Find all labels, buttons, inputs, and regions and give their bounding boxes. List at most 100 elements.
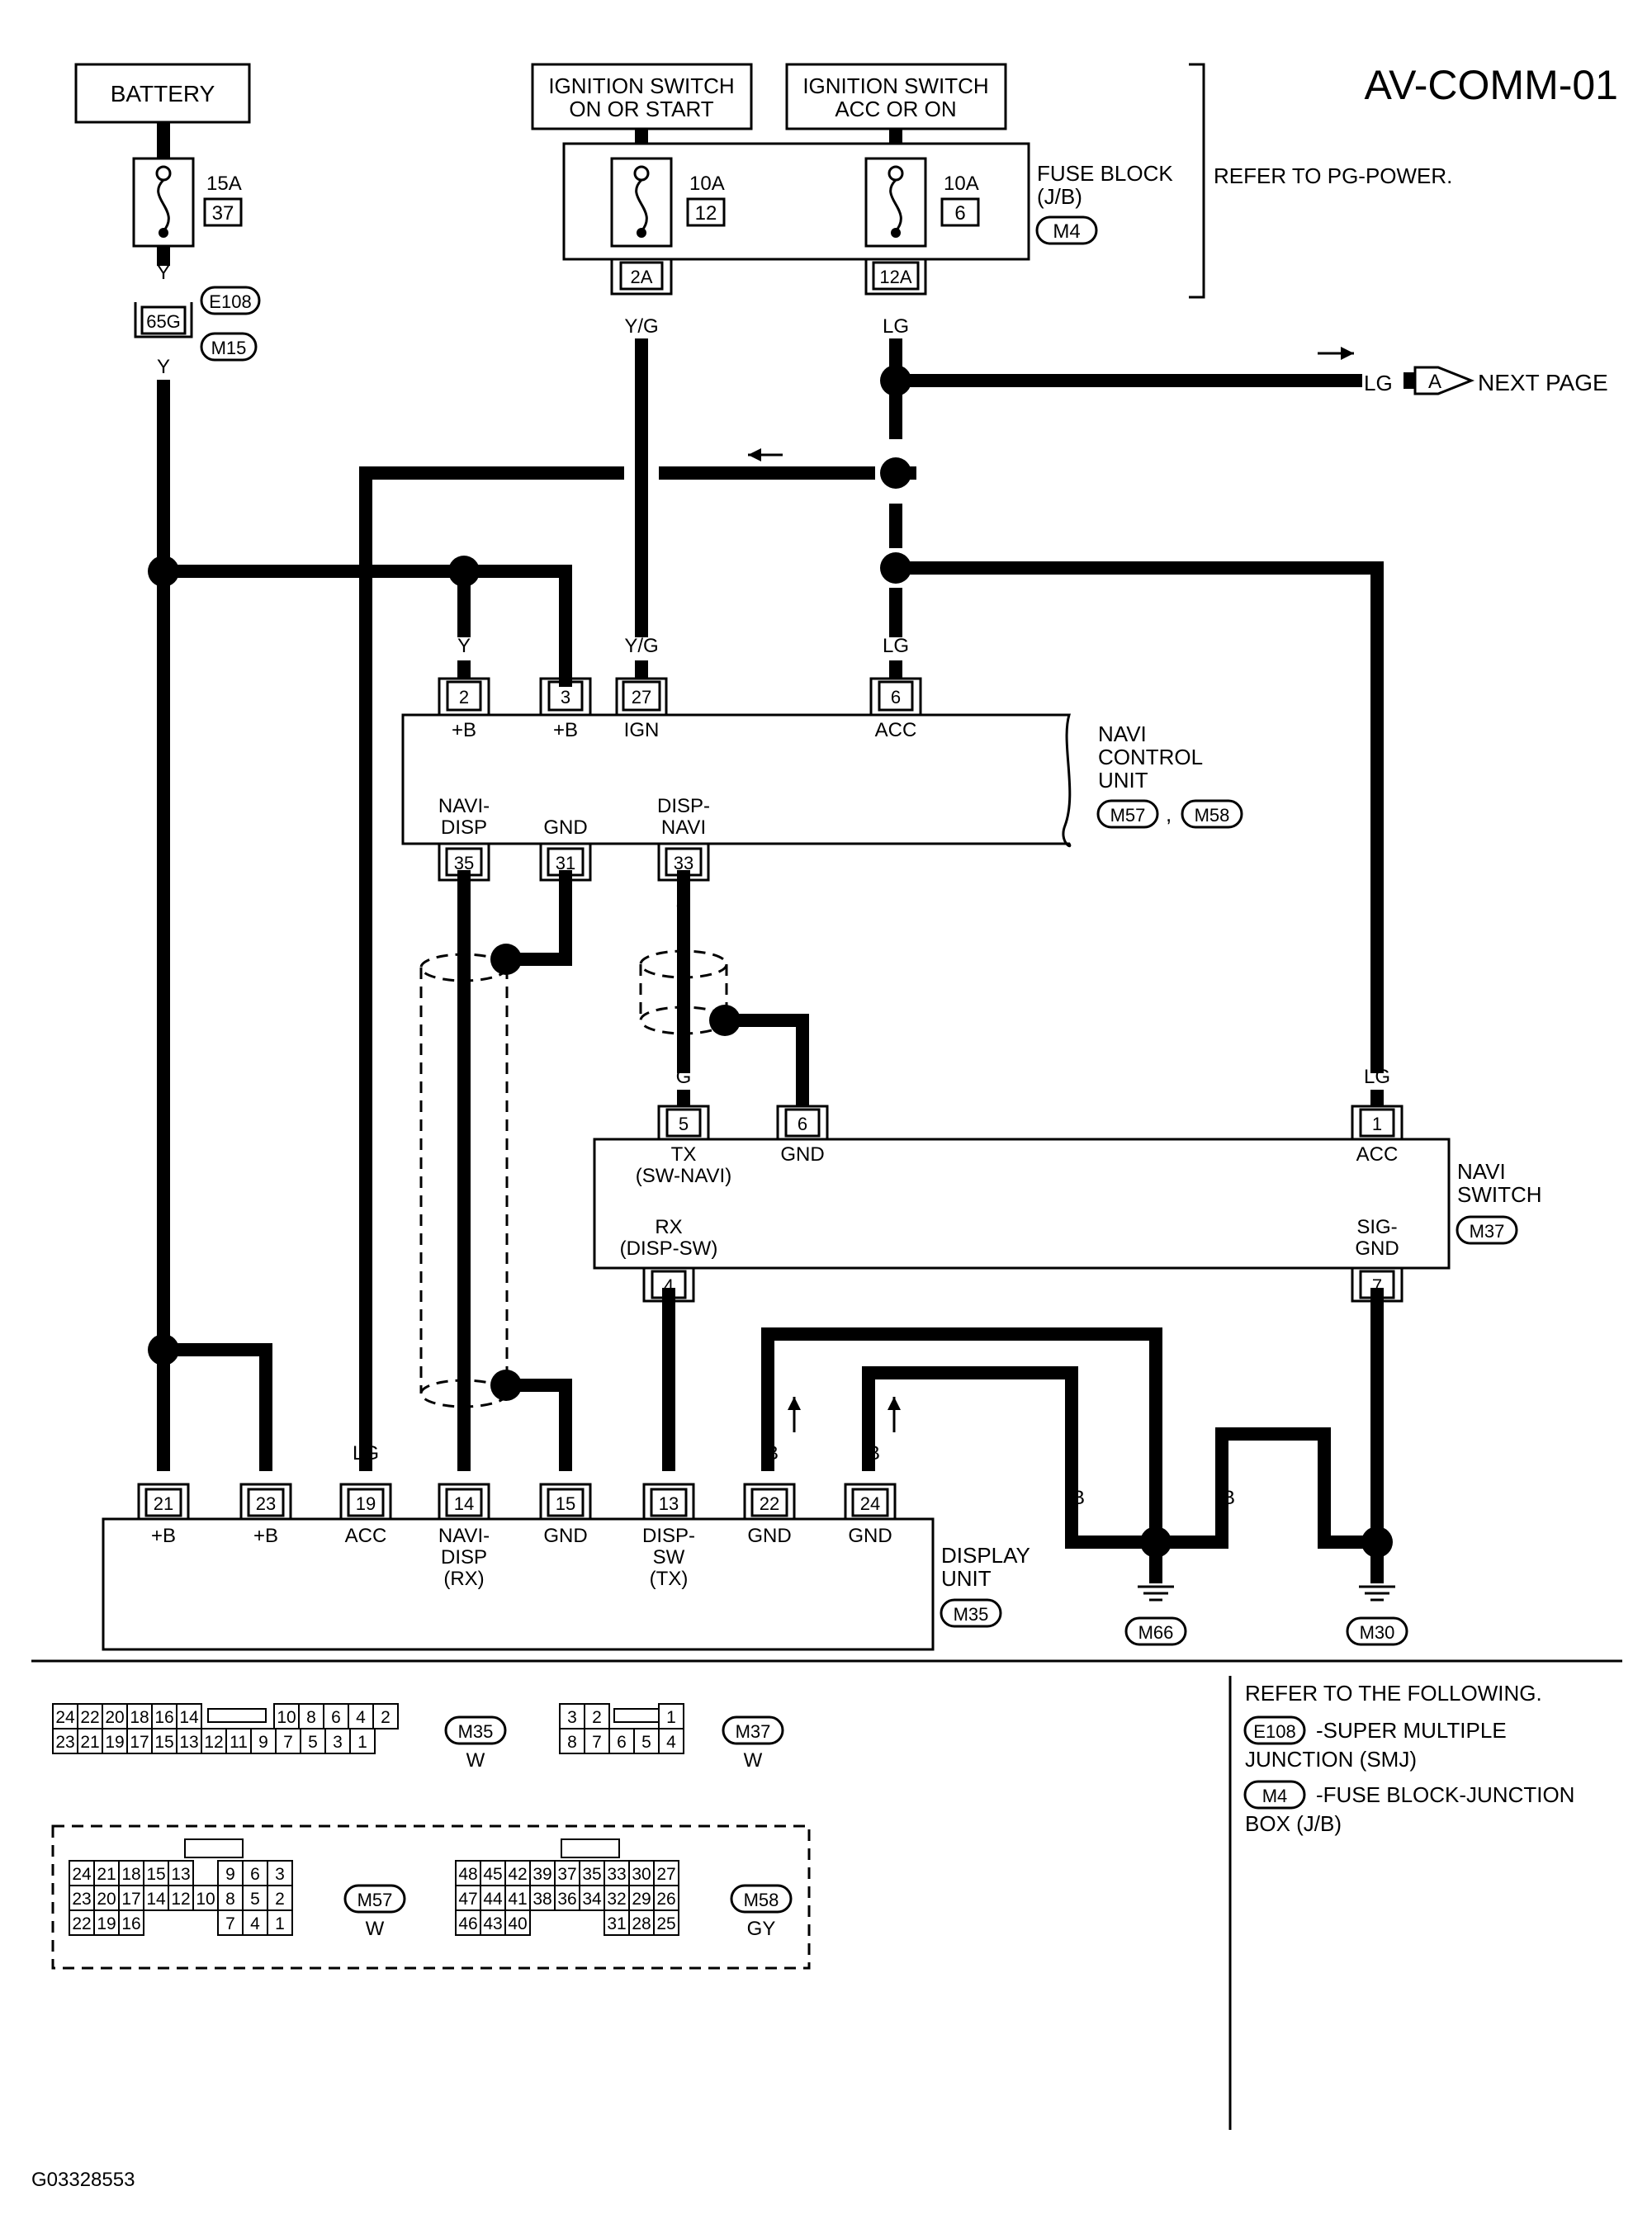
m37-id-badge <box>722 1715 784 1745</box>
m57-r3-pin-label: 19 <box>97 1914 116 1933</box>
m58-r1-pin-label: 27 <box>656 1865 675 1884</box>
m58-r2-pin-label: 34 <box>582 1890 602 1909</box>
ign-on-start-line2: ON OR START <box>569 97 713 121</box>
wire-color-b-6: B <box>1072 1487 1085 1509</box>
m35-bottom-pin-label: 11 <box>230 1733 248 1752</box>
wire-color-g-2: G <box>676 1066 692 1088</box>
m37-bottom-pin-label: 4 <box>666 1733 676 1752</box>
ignition-acc-on-box: IGNITION SWITCH ACC OR ON <box>785 63 1007 130</box>
m35-bottom-pin-label: 9 <box>258 1733 268 1752</box>
m35-bottom-pin-label: 7 <box>283 1733 293 1752</box>
m37-id: M37 <box>736 1721 771 1742</box>
m57-m58-housing <box>51 1824 811 1970</box>
wire-color-b-7: B <box>1149 1487 1162 1509</box>
m58-r2-cell <box>504 1885 531 1911</box>
switch-pin-5: 5 <box>679 1114 689 1134</box>
m35-bottom-cell <box>77 1728 103 1754</box>
wire-color-y-6: Y <box>259 1442 272 1465</box>
navi-pin-2: 2 <box>459 687 469 707</box>
navi-pin-27-label: IGN <box>624 719 660 741</box>
m57-r2-cell <box>168 1885 194 1911</box>
m58-r1-pin-label: 37 <box>557 1865 576 1884</box>
m35-id-badge <box>444 1715 507 1745</box>
m58-r1-cell <box>455 1860 481 1886</box>
connector-65g-label: 65G <box>146 311 181 332</box>
next-page-wire-color: LG <box>1364 371 1393 395</box>
m58-r3b-cell <box>653 1909 679 1936</box>
display-unit: DISPLAY UNIT M35 <box>102 1517 1030 1651</box>
fuse-15a-num: 37 <box>212 202 234 225</box>
wire-color-b-1: B <box>457 896 471 918</box>
wire-color-lg-2: LG <box>883 635 909 657</box>
m58-r2-pin-label: 41 <box>508 1890 527 1909</box>
m35-bottom-pin-label: 15 <box>154 1733 173 1752</box>
m35-bottom-cell <box>275 1728 301 1754</box>
m35-bottom-pin-label: 12 <box>204 1733 223 1752</box>
m57-r3-pin-label: 16 <box>121 1914 140 1933</box>
m35-top-pin-label: 16 <box>154 1708 173 1727</box>
display-pin-24-label: GND <box>848 1525 892 1547</box>
navi-pin-35-label1: NAVI- <box>438 795 490 817</box>
fuse-15a-amp: 15A <box>206 173 242 195</box>
refer-title: REFER TO THE FOLLOWING. <box>1245 1681 1542 1706</box>
m57-r1-cell <box>168 1860 194 1886</box>
display-unit-conn: M35 <box>954 1604 989 1625</box>
m35-bottom-pin-label: 21 <box>80 1733 99 1752</box>
fuse-ign-num: 12 <box>695 202 717 225</box>
m57-r1-pin-label: 9 <box>225 1865 235 1884</box>
fuse-block-label2: (J/B) <box>1037 184 1082 209</box>
m57-r2-pin-label: 5 <box>250 1890 260 1909</box>
wire-color-r-2: R <box>661 1442 675 1465</box>
m57-r1-cell <box>242 1860 268 1886</box>
m35-latch <box>207 1708 267 1723</box>
wire-color-b-3: B <box>457 1442 471 1465</box>
m37-bottom-cell <box>608 1728 635 1754</box>
switch-pin-5-label2: (SW-NAVI) <box>636 1165 731 1187</box>
navi-pin-3: 3 <box>561 687 570 707</box>
m35-bottom-cell <box>201 1728 227 1754</box>
m57-color: W <box>366 1918 385 1940</box>
switch-pin-1-label: ACC <box>1356 1143 1399 1166</box>
wire-color-lg-1: LG <box>883 315 909 338</box>
fuse-10a-ign: 10A 12 <box>610 157 726 248</box>
navi-pin-2-label: +B <box>452 719 476 741</box>
switch-pin-6: 6 <box>798 1114 807 1134</box>
wire-color-y-3: Y <box>457 635 471 657</box>
m58-r2-cell <box>628 1885 655 1911</box>
wire-color-r-1: R <box>661 1327 675 1349</box>
display-pin-21: 21 <box>154 1493 173 1514</box>
terminal-12a-label: 12A <box>879 267 911 287</box>
fuse-block-conn: M4 <box>1053 220 1080 243</box>
m57-r2-pin-label: 2 <box>275 1890 285 1909</box>
display-pin-13-label2: SW <box>653 1546 685 1569</box>
m37-bottom-cell <box>559 1728 585 1754</box>
navi-pin-31-label: GND <box>543 816 587 839</box>
m57-r1-cell <box>267 1860 293 1886</box>
m37-top-pin-label: 3 <box>567 1708 577 1727</box>
navi-pin-33: 33 <box>674 853 693 873</box>
page-id: AV-COMM-01 <box>1365 62 1618 108</box>
fuse-block-bracket <box>1189 63 1205 299</box>
ignition-on-start-box: IGNITION SWITCH ON OR START <box>531 63 753 130</box>
m37-bottom-pin-label: 5 <box>641 1733 651 1752</box>
m37-top-pin-label: 2 <box>592 1708 602 1727</box>
m58-r2-pin-label: 36 <box>557 1890 576 1909</box>
m58-r3-pin-label: 43 <box>483 1914 502 1933</box>
navi-pin-27: 27 <box>632 687 651 707</box>
m35-bottom-pin-label: 23 <box>55 1733 74 1752</box>
m58-r2-pin-label: 32 <box>607 1890 626 1909</box>
m57-r1-cell <box>217 1860 244 1886</box>
m57-r2-pin-label: 12 <box>171 1890 190 1909</box>
navi-pin-35-label2: DISP <box>441 816 487 839</box>
m57-r1-pin-label: 15 <box>146 1865 165 1884</box>
m57-r2-pin-label: 8 <box>225 1890 235 1909</box>
display-pin-15-label: GND <box>543 1525 587 1547</box>
m58-r2-cell <box>554 1885 580 1911</box>
battery-label: BATTERY <box>111 81 215 106</box>
wire-color-b-2: B <box>1370 1327 1384 1349</box>
navi-switch: NAVI SWITCH M37 <box>593 1138 1542 1270</box>
switch-pin-7-label1: SIG- <box>1356 1216 1397 1238</box>
m57-r3-cell <box>69 1909 95 1936</box>
m58-r3-pin-label: 40 <box>508 1914 527 1933</box>
m58-r2-cell <box>653 1885 679 1911</box>
